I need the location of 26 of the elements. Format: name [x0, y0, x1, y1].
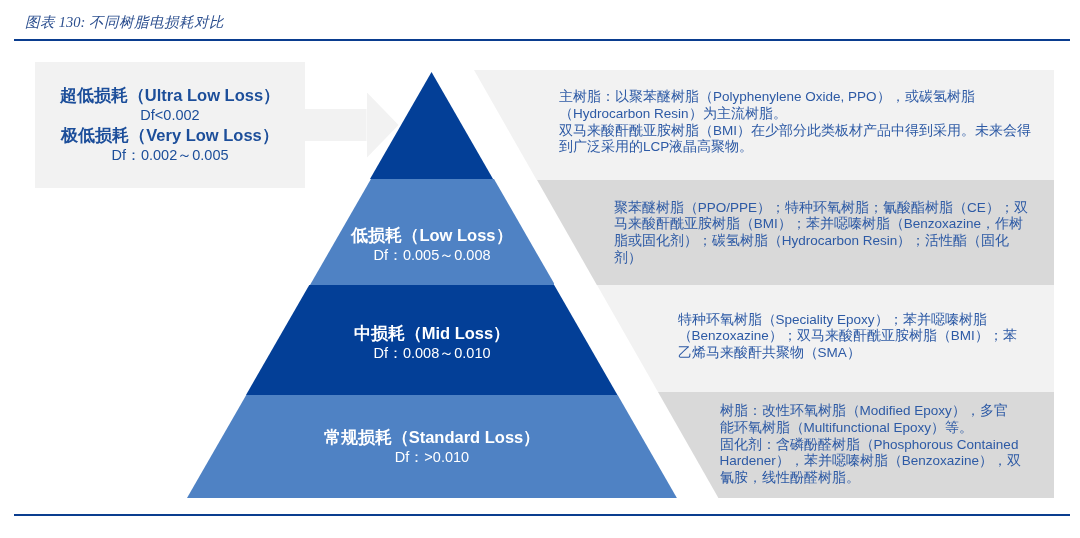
description-text: 聚苯醚树脂（PPO/PPE）；特种环氧树脂；氰酸酯树脂（CE）；双马来酸酐酰亚胺树脂（BMI）；苯并噁嗪树脂（Benzoxazine，作树脂或固化剂）；碳氢树脂（Hydrocarbon Resin）；活性酯（固化剂）	[613, 199, 1029, 267]
loss-level-label: 中损耗（Mid Loss）	[353, 323, 511, 342]
description-text: 树脂：改性环氧树脂（Modified Epoxy），多官能环氧树脂（Multifunctional Epoxy）等。	[719, 403, 1009, 437]
description-text: 固化剂：含磷酚醛树脂（Phosphorous Contained Hardener），苯并噁嗪树脂（Benzoxazine），双氰胺，线性酚醛树脂。	[719, 436, 1022, 487]
pyramid-tier	[370, 72, 494, 179]
block-arrow	[305, 92, 399, 158]
description-text: 特种环氧树脂（Speciality Epoxy）；苯并噁嗪树脂（Benzoxazine）；双马来酸酐酰亚胺树脂（BMI）；苯乙烯马来酸酐共聚物（SMA）	[677, 311, 1018, 362]
pyramid-tier	[246, 285, 618, 395]
df-value: Df：0.005～0.008	[373, 246, 491, 263]
description-panel	[657, 392, 1054, 498]
loss-level-label: 低损耗（Low Loss）	[351, 225, 513, 244]
description-panel	[474, 70, 1054, 180]
description-panel	[536, 180, 1054, 285]
loss-level-label: 超低损耗（Ultra Low Loss）	[59, 86, 281, 104]
df-value: Df：>0.010	[394, 448, 470, 465]
figure-title: 图表 130: 不同树脂电损耗对比	[25, 13, 224, 32]
description-text: 主树脂：以聚苯醚树脂（Polyphenylene Oxide, PPO），或碳氢树脂（Hydrocarbon Resin）为主流树脂。	[559, 89, 976, 123]
description-panel	[596, 285, 1054, 392]
pyramid-tier	[187, 395, 677, 498]
loss-level-label: 极低损耗（Very Low Loss）	[61, 126, 279, 144]
df-value: Df：0.002～0.005	[111, 147, 229, 163]
df-value: Df：0.008～0.010	[373, 344, 491, 361]
df-value: Df<0.002	[140, 107, 200, 123]
description-text: 双马来酸酐酰亚胺树脂（BMI）在少部分此类板材产品中得到采用。未来会得到广泛采用的LCP液晶高聚物。	[559, 122, 1032, 157]
pyramid-tier	[309, 179, 555, 285]
loss-level-label: 常规损耗（Standard Loss）	[323, 427, 541, 446]
